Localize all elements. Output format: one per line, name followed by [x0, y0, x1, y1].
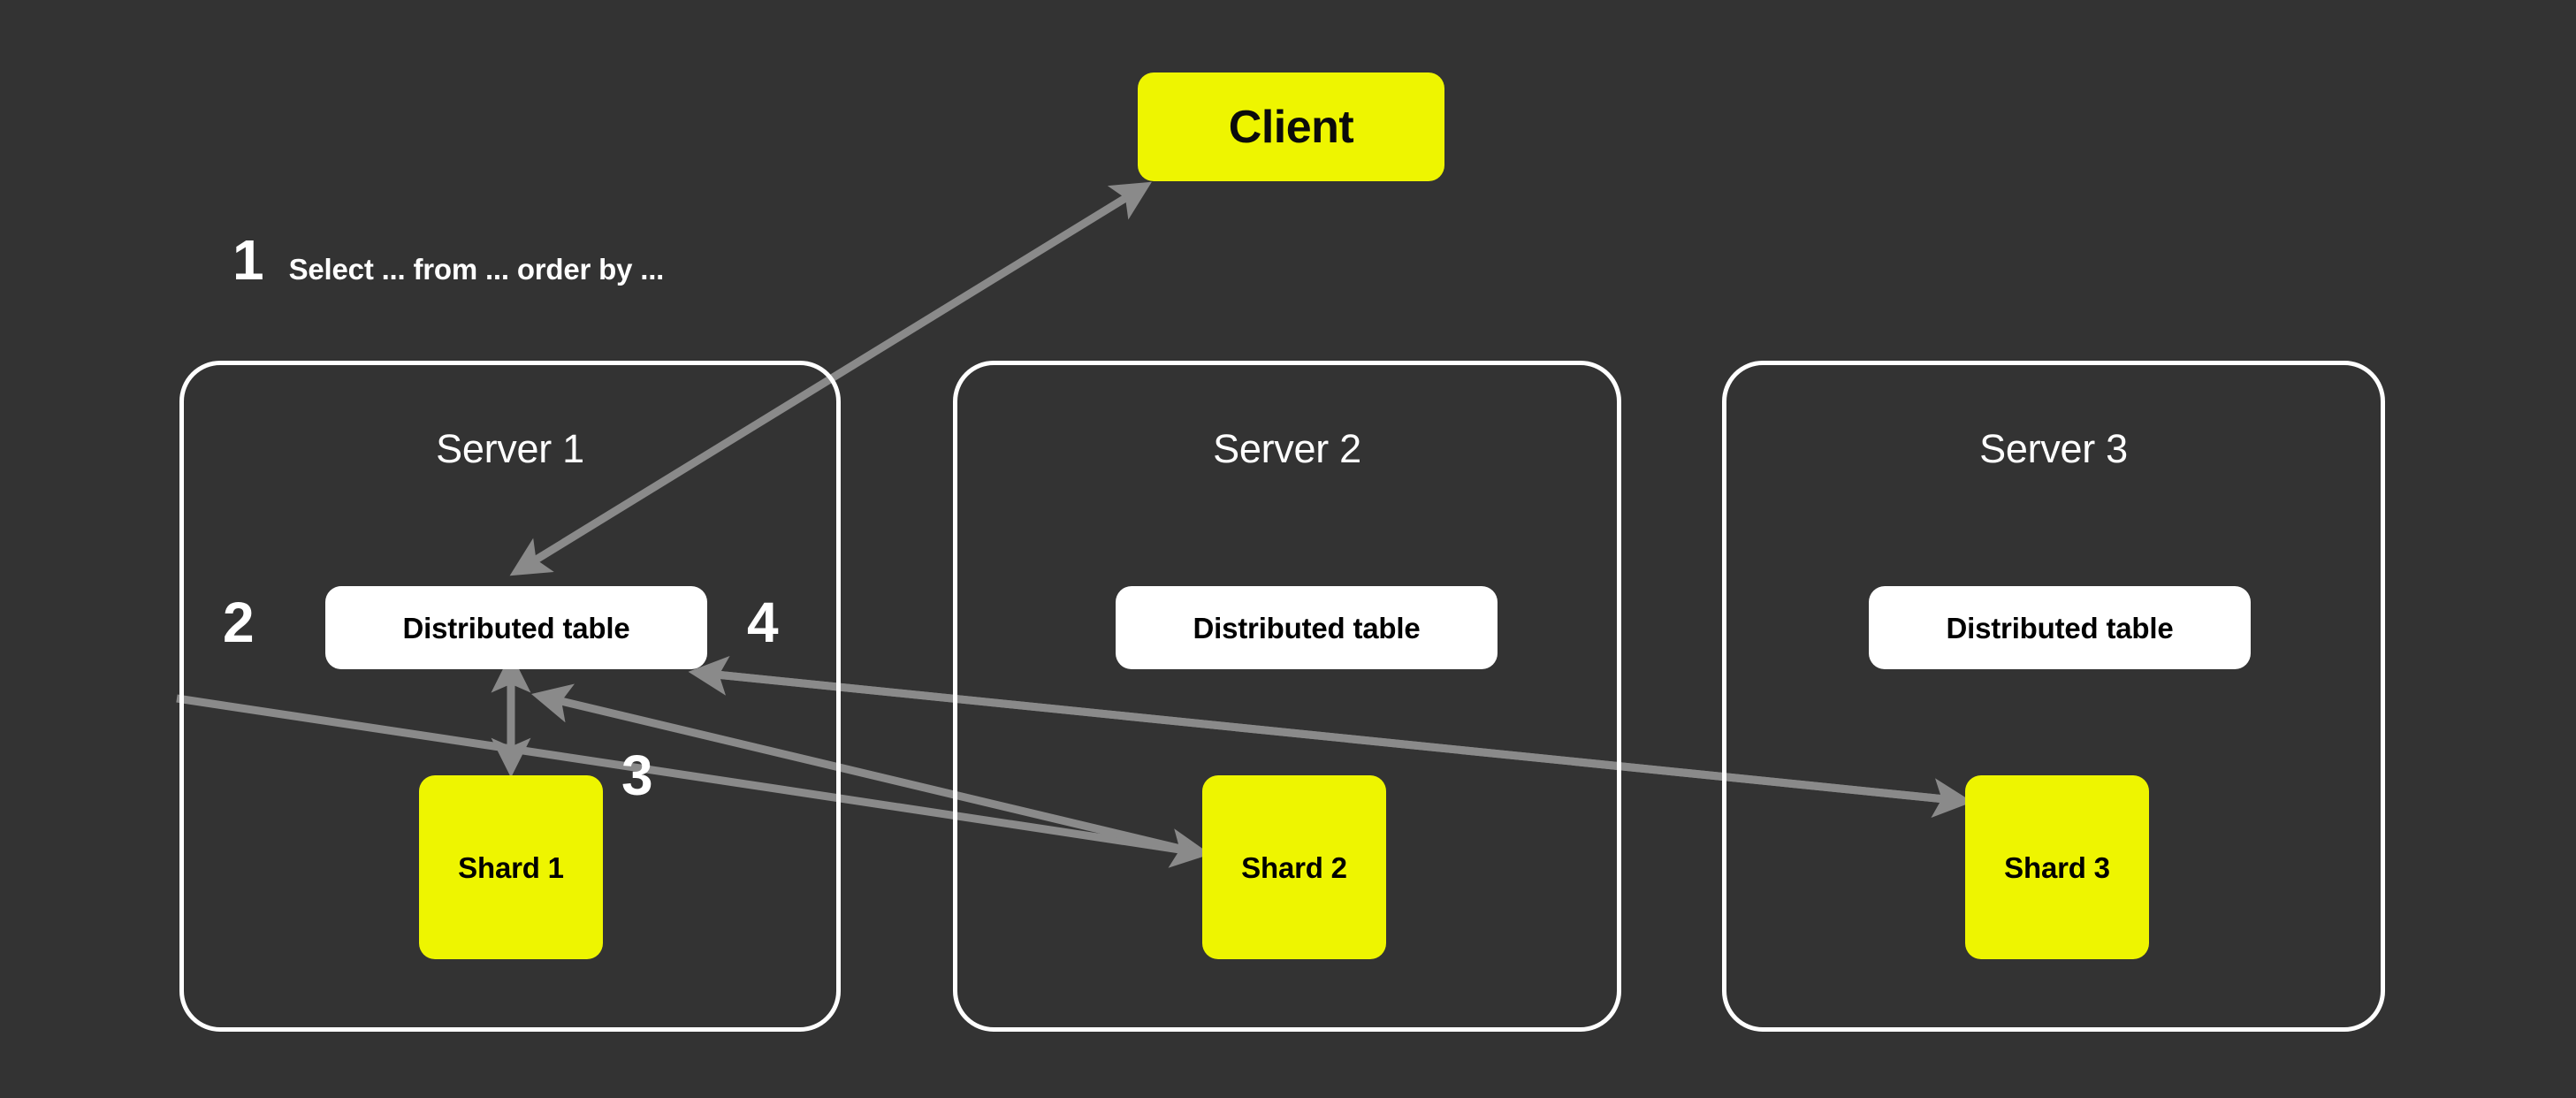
distributed-table-label: Distributed table: [1193, 611, 1421, 644]
shard-2-label: Shard 2: [1241, 850, 1347, 884]
step-2-number: 2: [223, 591, 255, 654]
server-panel-1[interactable]: Server 1 Distributed table Shard 1: [179, 361, 841, 1032]
shard-3-node[interactable]: Shard 3: [1965, 775, 2149, 959]
server-2-title: Server 2: [1213, 426, 1361, 471]
distributed-table-server-3[interactable]: Distributed table: [1869, 586, 2251, 669]
shard-1-label: Shard 1: [458, 850, 564, 884]
client-node[interactable]: Client: [1138, 72, 1444, 181]
distributed-table-server-2[interactable]: Distributed table: [1116, 586, 1498, 669]
shard-1-node[interactable]: Shard 1: [419, 775, 603, 959]
distributed-table-label: Distributed table: [1946, 611, 2174, 644]
distributed-table-server-1[interactable]: Distributed table: [325, 586, 707, 669]
server-1-title: Server 1: [436, 426, 584, 471]
step-1-number: 1: [232, 228, 264, 292]
step-4-number: 4: [747, 591, 779, 654]
shard-3-label: Shard 3: [2004, 850, 2110, 884]
step-3-number: 3: [621, 743, 653, 807]
distributed-table-label: Distributed table: [402, 611, 630, 644]
shard-2-node[interactable]: Shard 2: [1202, 775, 1386, 959]
client-label: Client: [1228, 101, 1354, 153]
server-panel-2[interactable]: Server 2 Distributed table Shard 2: [953, 361, 1621, 1032]
step-1-query-text: Select ... from ... order by ...: [288, 253, 665, 286]
server-3-title: Server 3: [1979, 426, 2128, 471]
server-panel-3[interactable]: Server 3 Distributed table Shard 3: [1722, 361, 2385, 1032]
step-1-caption: 1 Select ... from ... order by ...: [232, 232, 664, 288]
